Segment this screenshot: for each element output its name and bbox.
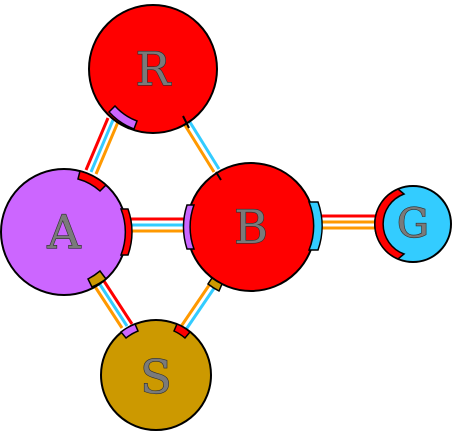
node-b[interactable]: B	[182, 162, 323, 293]
nodes-layer: R A B	[0, 4, 452, 431]
edge-b-g	[318, 214, 378, 230]
node-b-label: B	[234, 200, 268, 254]
port-r-b	[182, 115, 190, 129]
node-a[interactable]: A	[0, 168, 133, 296]
port-b-s	[206, 276, 223, 293]
port-b-g	[307, 201, 323, 251]
port-b-a	[182, 204, 196, 250]
edge-a-b	[126, 217, 190, 233]
port-g-b	[374, 188, 406, 260]
port-s-b	[173, 323, 192, 340]
edge-r-a	[84, 117, 120, 175]
edge-a-s	[90, 277, 134, 329]
edge-b-s	[178, 277, 221, 332]
node-r[interactable]: R	[88, 4, 218, 134]
node-s[interactable]: S	[100, 319, 212, 431]
port-r-a	[107, 104, 138, 130]
node-s-label: S	[140, 350, 172, 404]
node-g-label: G	[397, 201, 429, 247]
port-a-r	[77, 170, 108, 193]
node-r-label: R	[136, 42, 172, 96]
node-g[interactable]: G	[374, 185, 452, 263]
port-b-r	[215, 171, 222, 181]
node-a-label: A	[46, 205, 81, 259]
port-a-s	[86, 269, 108, 288]
port-a-b	[119, 208, 133, 256]
edge-r-b	[181, 118, 221, 173]
edges-layer	[84, 117, 378, 332]
port-s-a	[119, 323, 139, 340]
